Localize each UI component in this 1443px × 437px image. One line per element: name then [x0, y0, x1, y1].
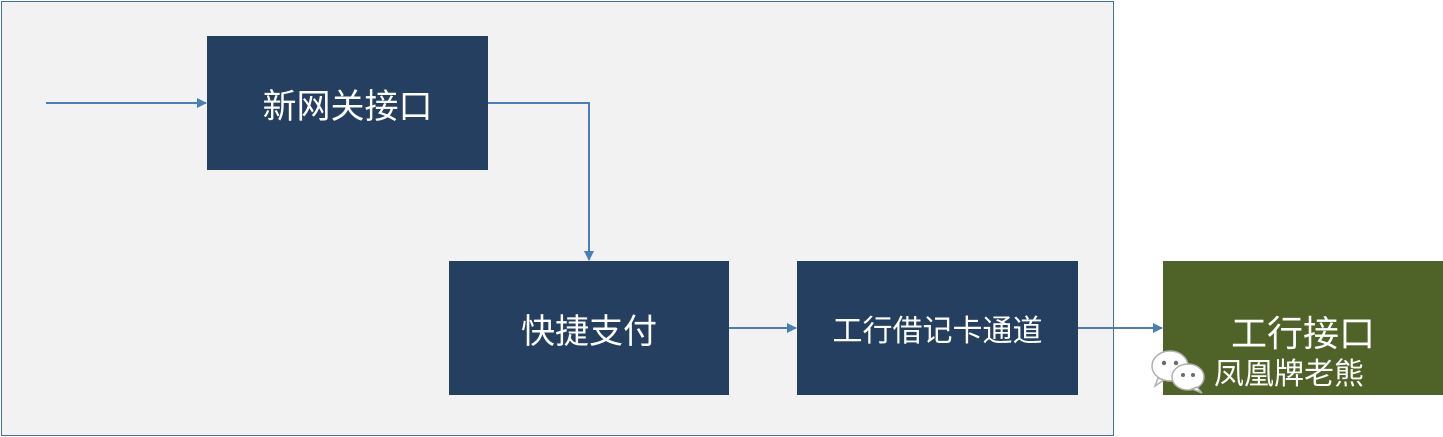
node-icbc-debit-card-channel: 工行借记卡通道	[797, 261, 1078, 395]
node-label: 工行借记卡通道	[832, 314, 1043, 349]
watermark: 凤凰牌老熊	[1150, 348, 1364, 394]
node-label: 工行接口	[1230, 314, 1375, 355]
node-label: 快捷支付	[521, 311, 657, 352]
node-label: 新网关接口	[262, 86, 433, 127]
node-new-gateway-interface: 新网关接口	[207, 36, 488, 170]
watermark-text: 凤凰牌老熊	[1214, 357, 1364, 392]
wechat-icon	[1151, 350, 1205, 394]
node-icbc-interface: 工行接口	[1163, 261, 1443, 395]
node-quick-pay: 快捷支付	[449, 261, 729, 395]
